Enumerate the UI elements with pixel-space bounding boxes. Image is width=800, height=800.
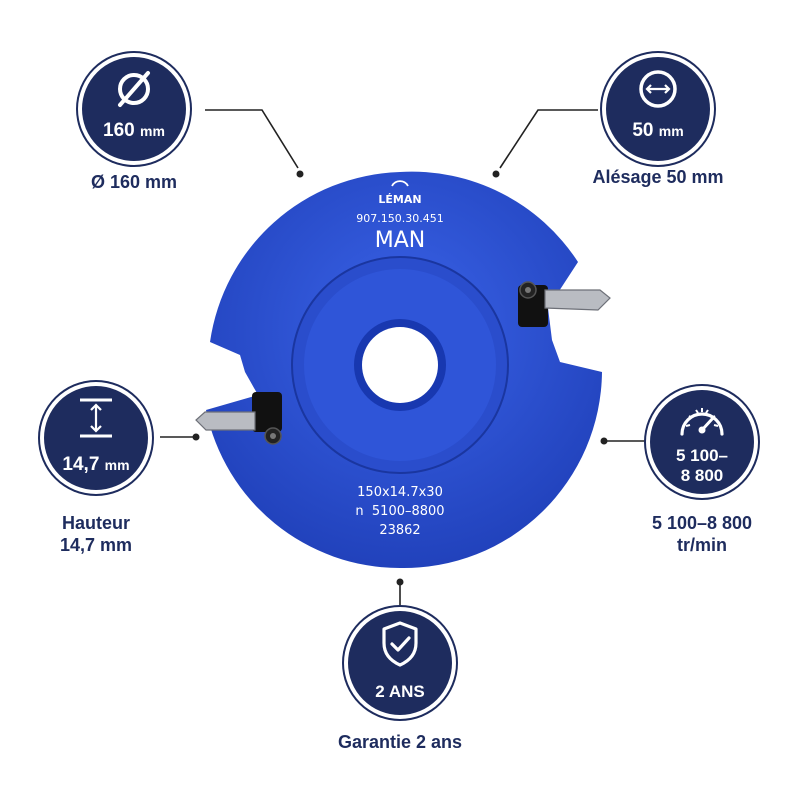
- warranty-value: 2 ANS: [375, 682, 425, 701]
- product-reference: 907.150.30.451: [356, 212, 443, 225]
- connector-diameter: [205, 109, 299, 169]
- bore-hole: [362, 327, 438, 403]
- brand-name: LÉMAN: [378, 193, 421, 206]
- right-knife: [518, 281, 611, 327]
- shield-check-icon: [382, 621, 418, 667]
- diameter-caption: Ø 160 mm: [90, 172, 178, 192]
- bore-arrows-icon: [639, 70, 677, 108]
- spec-dimensions: 150x14.7x30: [357, 485, 443, 500]
- speed-badge: 5 100– 8 800: [650, 390, 754, 494]
- height-caption: Hauteur 14,7 mm: [59, 513, 133, 555]
- left-knife: [195, 392, 282, 445]
- warranty-caption: Garantie 2 ans: [337, 732, 463, 752]
- warranty-badge: 2 ANS: [348, 611, 452, 715]
- height-value: 14,7 mm: [62, 454, 130, 475]
- bore-value: 50 mm: [632, 120, 684, 141]
- diameter-icon: [118, 71, 150, 107]
- spec-speed: n 5100–8800: [355, 504, 444, 519]
- speed-value: 5 100– 8 800: [676, 446, 728, 485]
- spec-serial: 23862: [379, 523, 420, 538]
- height-badge: 14,7 mm: [44, 386, 148, 490]
- speedometer-icon: [680, 408, 724, 436]
- speed-caption: 5 100–8 800 tr/min: [651, 513, 753, 555]
- diameter-value: 160 mm: [103, 120, 165, 141]
- connector-bore: [499, 109, 598, 169]
- brand-logo: LÉMAN: [378, 180, 422, 206]
- product-model: MAN: [375, 228, 426, 253]
- bore-caption: Alésage 50 mm: [592, 167, 724, 187]
- bore-badge: 50 mm: [606, 57, 710, 161]
- height-arrows-icon: [80, 398, 112, 438]
- diameter-badge: 160 mm: [82, 57, 186, 161]
